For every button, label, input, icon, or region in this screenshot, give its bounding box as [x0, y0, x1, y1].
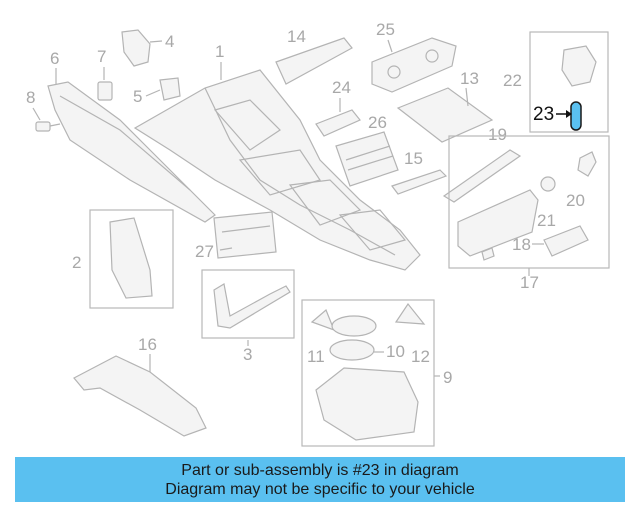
part-15-trim: [391, 169, 448, 195]
part-10-mat-upper: [331, 315, 377, 337]
callout-4[interactable]: 4: [165, 32, 174, 51]
part-26-switch-panel: [335, 131, 399, 187]
part-5-clip: [159, 77, 181, 101]
callout-18[interactable]: 18: [512, 235, 531, 254]
callout-5[interactable]: 5: [133, 87, 142, 106]
part-16-duct: [73, 355, 207, 437]
callout-13[interactable]: 13: [460, 69, 479, 88]
part-22-cup-insert: [561, 45, 597, 87]
callout-23-arrowhead: [566, 110, 572, 118]
callout-19[interactable]: 19: [488, 125, 507, 144]
callout-17[interactable]: 17: [520, 273, 539, 292]
callout-23[interactable]: 23: [533, 104, 554, 125]
callout-21[interactable]: 21: [537, 211, 556, 230]
callout-14[interactable]: 14: [287, 27, 306, 46]
callout-12[interactable]: 12: [411, 347, 430, 366]
callout-20[interactable]: 20: [566, 191, 585, 210]
callout-2[interactable]: 2: [72, 253, 81, 272]
part-1-center-console: [133, 69, 421, 271]
parts-diagram: 6 8 7 4 5 1 14 25 24: [26, 20, 610, 447]
part-24-switch: [315, 109, 361, 137]
part-17-screw: [481, 247, 495, 261]
part-4-bracket: [121, 29, 151, 67]
part-3-bracket: [213, 283, 291, 329]
callout-6[interactable]: 6: [50, 49, 59, 68]
callout-9[interactable]: 9: [443, 368, 452, 387]
part-7-clip: [97, 81, 113, 101]
part-25-control-panel: [371, 37, 457, 93]
callout-11[interactable]: 11: [307, 347, 325, 366]
callout-24[interactable]: 24: [332, 78, 351, 97]
info-banner: Part or sub-assembly is #23 in diagram D…: [15, 457, 625, 502]
callout-15[interactable]: 15: [404, 149, 423, 168]
callout-8[interactable]: 8: [26, 88, 35, 107]
part-14-panel: [275, 37, 353, 85]
banner-line-1: Part or sub-assembly is #23 in diagram: [181, 462, 459, 479]
part-20-clip: [577, 151, 597, 177]
part-12-insert: [394, 302, 426, 325]
part-17-assembly: [457, 189, 539, 257]
part-21-knob: [540, 176, 556, 192]
callout-22[interactable]: 22: [503, 71, 522, 90]
part-8-screw: [35, 121, 61, 132]
part-10-mat-lower: [329, 339, 375, 361]
part-9-cup-holder: [315, 367, 419, 441]
callout-10[interactable]: 10: [386, 342, 405, 361]
part-11-insert: [310, 308, 336, 332]
part-23-highlighted[interactable]: [570, 101, 582, 131]
box-part-2: [89, 209, 174, 309]
part-19-trim-strip: [442, 149, 522, 203]
box-part-9: [301, 299, 435, 447]
part-18-switch: [543, 225, 589, 257]
part-6-side-trim: [47, 81, 216, 223]
callout-3[interactable]: 3: [243, 345, 252, 364]
callout-7[interactable]: 7: [97, 47, 106, 66]
part-27-switch: [213, 211, 277, 259]
callout-27[interactable]: 27: [195, 242, 214, 261]
callout-25[interactable]: 25: [376, 20, 395, 39]
part-2-bracket: [109, 217, 153, 299]
callout-16[interactable]: 16: [138, 335, 157, 354]
box-part-3: [201, 269, 295, 339]
part-13-pad: [396, 87, 494, 143]
banner-line-2: Diagram may not be specific to your vehi…: [165, 481, 475, 498]
callout-1[interactable]: 1: [215, 42, 224, 61]
box-part-22: [529, 31, 609, 133]
callout-26[interactable]: 26: [368, 113, 387, 132]
